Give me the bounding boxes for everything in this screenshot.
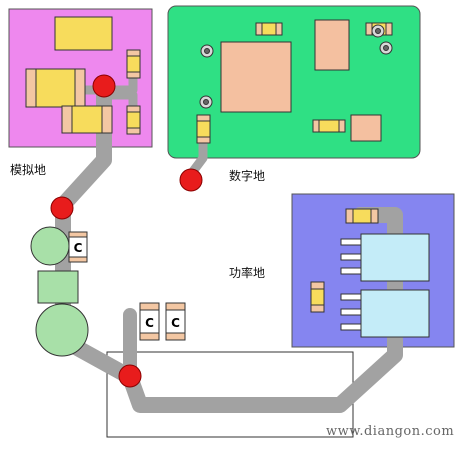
trace-circle-top: [30, 226, 70, 266]
power-heatsink-bottom: [340, 289, 430, 338]
cap-label-bottom-2: C: [171, 316, 180, 330]
power-smd-left: [310, 281, 325, 313]
cap-label-left: C: [74, 241, 83, 255]
ground-node: [50, 74, 203, 388]
trace-rect-component: [37, 270, 79, 304]
digital-chip-large: [220, 41, 292, 113]
analog-component-left: [25, 68, 86, 108]
capacitor-bottom-2: C: [165, 302, 186, 341]
digital-chip-small: [350, 114, 382, 142]
digital-chip-medium: [314, 19, 350, 71]
trace-circle-bottom: [35, 303, 89, 357]
watermark: www.diangon.com: [326, 424, 455, 439]
capacitor-left-trace: C: [68, 231, 88, 263]
cap-label-bottom-1: C: [145, 316, 154, 330]
analog-component-bottom: [61, 105, 113, 134]
analog-component-top: [54, 16, 113, 51]
analog-smd-bottom: [126, 105, 141, 135]
digital-ground-label: 数字地: [229, 169, 266, 183]
digital-via-holes: [199, 24, 393, 109]
power-heatsink-top: [340, 233, 430, 282]
power-smd-top: [345, 208, 379, 224]
analog-ground-label: 模拟地: [10, 163, 47, 177]
digital-smd-middle: [312, 119, 346, 133]
analog-smd-top: [126, 49, 141, 79]
digital-smd-top: [255, 22, 283, 36]
digital-smd-vertical: [196, 114, 211, 144]
capacitor-bottom-1: C: [139, 302, 160, 341]
power-ground-label: 功率地: [229, 266, 266, 280]
